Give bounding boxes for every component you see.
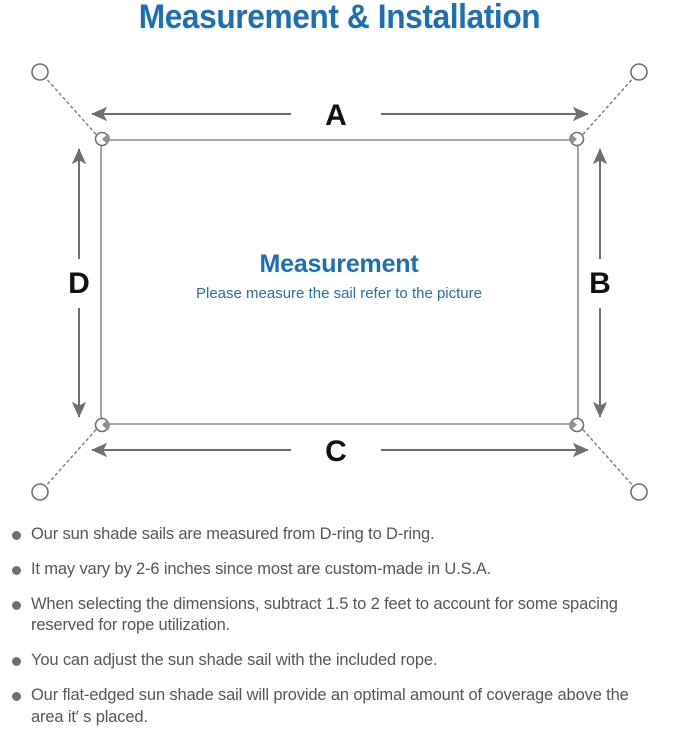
dimension-a: A	[91, 99, 589, 132]
anchor-rings	[31, 63, 648, 501]
bullet-icon	[12, 565, 21, 575]
sail-measurement-diagram: A C D B Measurement Please me	[0, 46, 679, 518]
note-item: It may vary by 2-6 inches since most are…	[0, 559, 679, 581]
notes-list: Our sun shade sails are measured from D-…	[0, 524, 679, 741]
bullet-icon	[12, 657, 21, 667]
sail-body	[100, 139, 579, 425]
note-item: Our sun shade sails are measured from D-…	[0, 524, 679, 546]
note-text: It may vary by 2-6 inches since most are…	[31, 559, 492, 578]
sail-center-title: Measurement	[260, 250, 420, 278]
rope-bottom-right	[577, 423, 636, 489]
note-text: Our flat-edged sun shade sail will provi…	[31, 685, 629, 726]
d-ring-fill-top-left	[102, 134, 110, 144]
sail-center-subtitle: Please measure the sail refer to the pic…	[196, 285, 482, 302]
note-item: You can adjust the sun shade sail with t…	[0, 650, 679, 672]
d-ring-fill-bottom-right	[569, 420, 577, 430]
anchor-ring-top-left	[31, 63, 49, 81]
bullet-icon	[12, 691, 21, 701]
rope-bottom-left	[43, 423, 102, 489]
dimension-b: B	[589, 148, 611, 418]
anchor-ring-top-right	[630, 63, 648, 81]
page-title: Measurement & Installation	[138, 0, 541, 36]
note-text: You can adjust the sun shade sail with t…	[31, 651, 438, 670]
note-text: Our sun shade sails are measured from D-…	[31, 525, 435, 543]
rope-top-left	[43, 75, 102, 141]
d-ring-fill-bottom-left	[102, 420, 110, 430]
note-item: When selecting the dimensions, subtract …	[0, 594, 679, 638]
dimension-a-label: A	[325, 99, 347, 132]
anchor-ring-bottom-left	[31, 483, 49, 501]
bullet-icon	[12, 600, 21, 610]
note-item: Our flat-edged sun shade sail will provi…	[0, 685, 679, 729]
dimension-c-label: C	[325, 435, 347, 468]
dimension-d: D	[68, 148, 90, 418]
dimension-b-label: B	[589, 267, 611, 300]
rope-lines	[43, 75, 636, 489]
rope-top-right	[577, 75, 636, 141]
dimension-d-label: D	[68, 267, 90, 300]
note-text: When selecting the dimensions, subtract …	[31, 594, 618, 635]
anchor-ring-bottom-right	[630, 483, 648, 501]
sail-d-ring-fills	[102, 134, 577, 430]
dimension-c: C	[91, 435, 589, 468]
bullet-icon	[12, 531, 21, 540]
d-ring-fill-top-right	[569, 134, 577, 144]
